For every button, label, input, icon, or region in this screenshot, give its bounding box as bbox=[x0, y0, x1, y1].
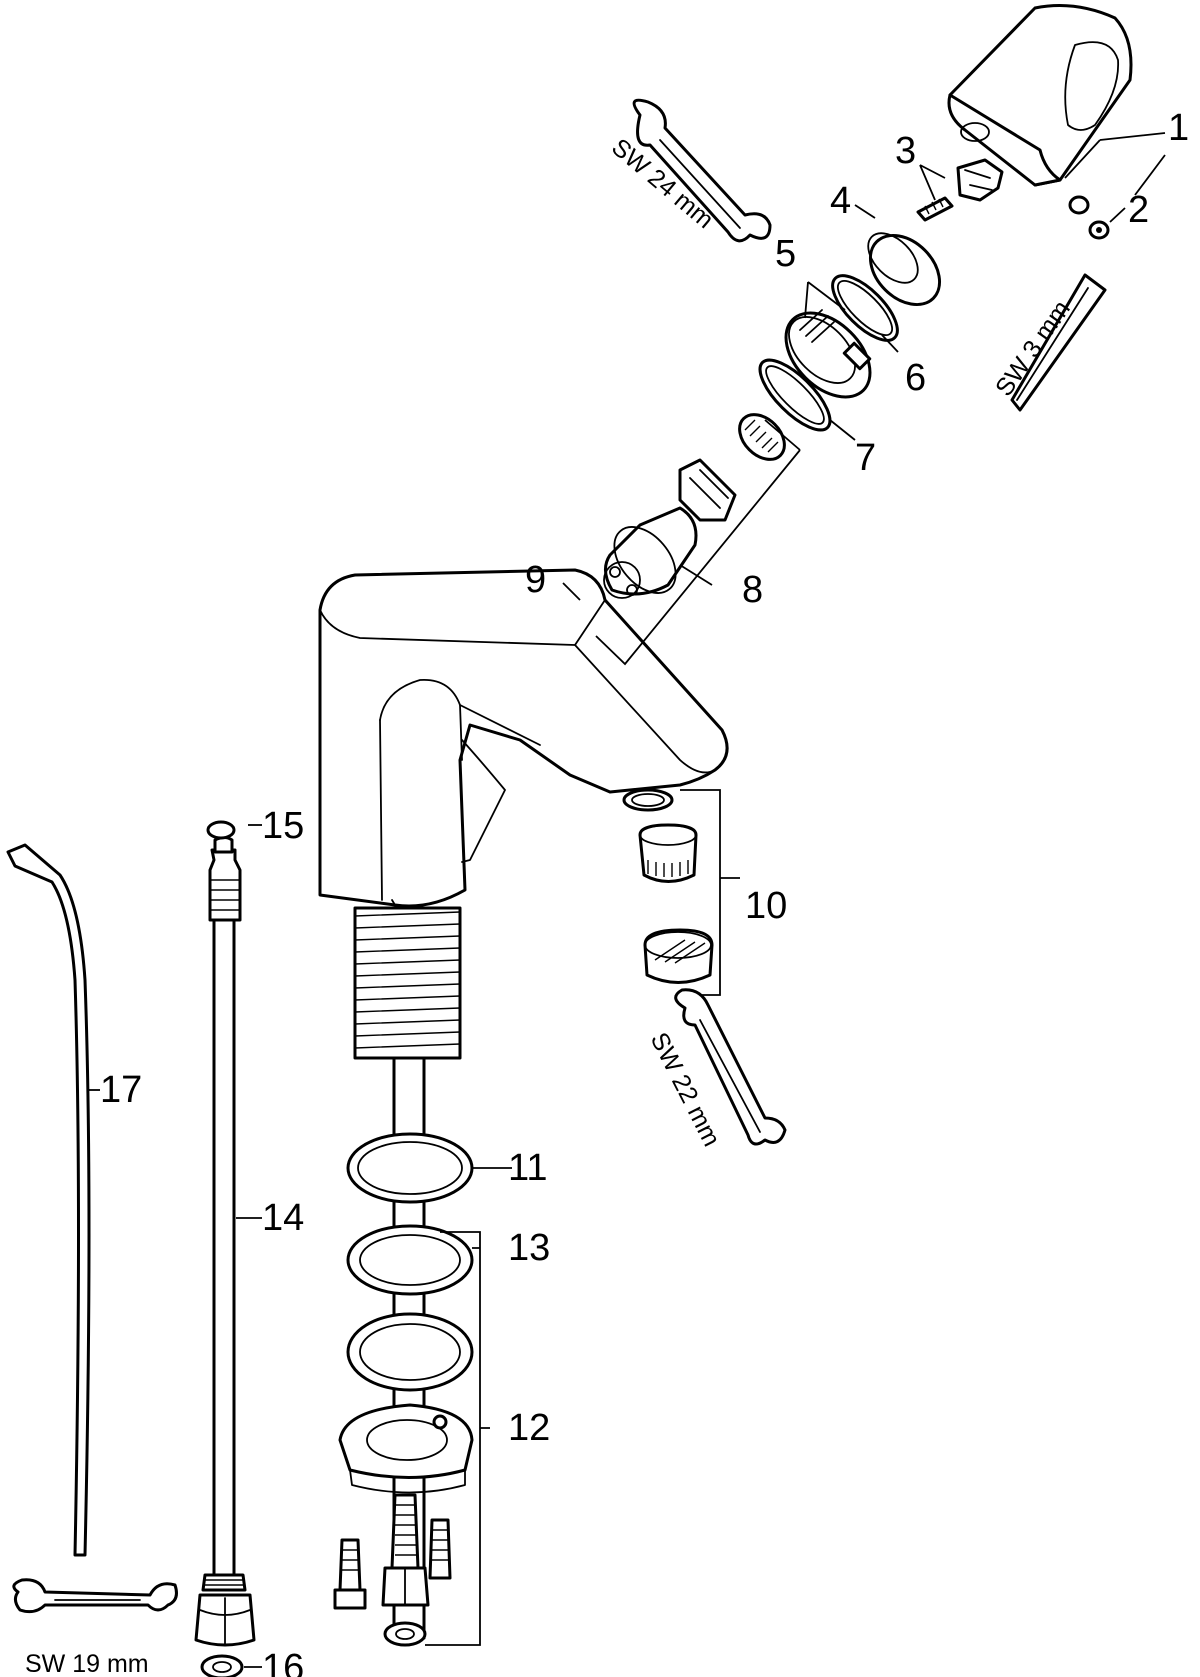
callout-13: 13 bbox=[508, 1227, 550, 1269]
part-2-grub-screw bbox=[1068, 195, 1110, 240]
callout-16: 16 bbox=[262, 1647, 304, 1677]
part-17-pull-rod bbox=[6, 843, 91, 1557]
callout-8: 8 bbox=[742, 569, 763, 611]
part-14-flex-hose bbox=[194, 836, 256, 1647]
part-16-washer bbox=[200, 1654, 244, 1677]
part-12-fixing-set bbox=[333, 1403, 474, 1647]
callout-17: 17 bbox=[100, 1069, 142, 1111]
wrench-sw-22-icon bbox=[674, 988, 787, 1146]
part-15-o-ring bbox=[206, 820, 236, 840]
callout-5: 5 bbox=[775, 233, 796, 275]
callout-14: 14 bbox=[262, 1197, 304, 1239]
part-11-gasket bbox=[346, 1132, 474, 1204]
callout-11: 11 bbox=[508, 1147, 547, 1189]
part-13-washer-lower bbox=[346, 1312, 474, 1392]
part-10-aerator bbox=[622, 788, 714, 984]
part-3-lever-insert bbox=[916, 158, 1004, 222]
hex-key-sw-3-icon bbox=[1010, 273, 1107, 412]
part-6-o-ring bbox=[831, 274, 899, 342]
callout-1: 1 bbox=[1168, 107, 1189, 149]
tool-caption-sw-19: SW 19 mm bbox=[25, 1650, 149, 1677]
callout-7: 7 bbox=[855, 437, 876, 479]
callout-2: 2 bbox=[1128, 189, 1149, 231]
part-8-cartridge bbox=[603, 413, 786, 599]
wrench-sw-19-icon bbox=[12, 1578, 178, 1614]
callout-9: 9 bbox=[525, 559, 546, 601]
faucet-body bbox=[318, 568, 729, 908]
part-5-cartridge-nut bbox=[784, 309, 872, 399]
callout-3: 3 bbox=[895, 130, 916, 172]
callout-6: 6 bbox=[905, 357, 926, 399]
part-7-seal-ring bbox=[758, 358, 832, 432]
part-4-cover-ring bbox=[867, 232, 942, 307]
part-13-washer-upper bbox=[346, 1224, 474, 1296]
callout-labels: 1 2 3 4 5 6 7 8 9 10 11 12 13 14 15 16 1… bbox=[100, 107, 1189, 1677]
callout-4: 4 bbox=[830, 180, 851, 222]
part-1-lever-handle bbox=[947, 4, 1133, 187]
wrench-sw-24-icon bbox=[632, 98, 772, 243]
callout-15: 15 bbox=[262, 805, 304, 847]
callout-10: 10 bbox=[745, 885, 787, 927]
callout-12: 12 bbox=[508, 1407, 550, 1449]
leader-lines bbox=[88, 132, 1166, 1668]
